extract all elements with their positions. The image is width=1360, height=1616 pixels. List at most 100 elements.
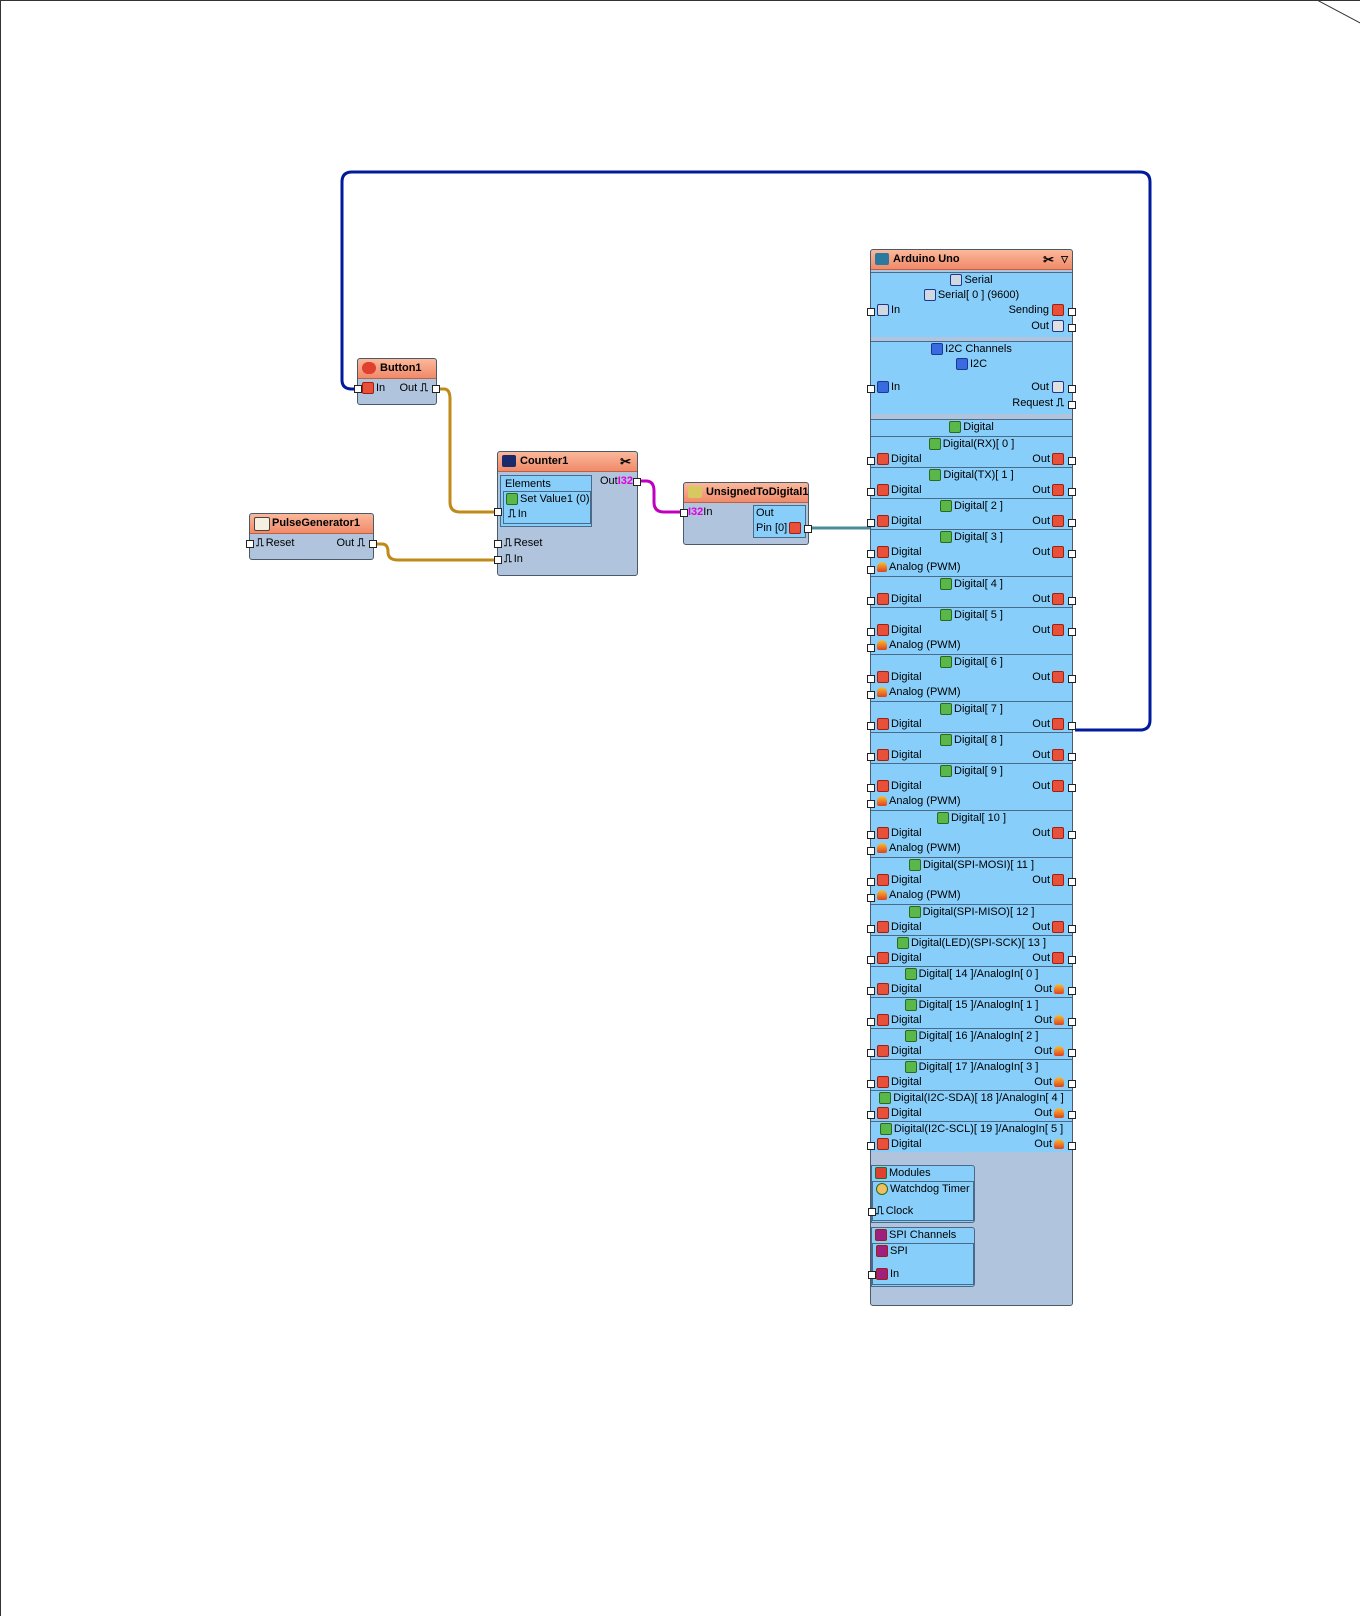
digital-out-port[interactable]: [1068, 956, 1076, 964]
digital-out-port[interactable]: [1068, 925, 1076, 933]
pulse-out-port[interactable]: [369, 540, 377, 548]
digital-out-port[interactable]: [1068, 675, 1076, 683]
wire-counter-out-to-u2d-in[interactable]: [640, 479, 684, 514]
digital-in-port[interactable]: [867, 722, 875, 730]
button-component[interactable]: Button1 In Out ⎍: [354, 358, 440, 405]
digital-in-port[interactable]: [867, 784, 875, 792]
digital-in-port[interactable]: [867, 956, 875, 964]
digital-in-port[interactable]: [867, 878, 875, 886]
serial-out-port[interactable]: [1068, 324, 1076, 332]
digital-out-port[interactable]: [1068, 1049, 1076, 1057]
digital-group-label: Digital: [871, 420, 1072, 435]
digital-out-port[interactable]: [1068, 628, 1076, 636]
digital-in-port[interactable]: [867, 675, 875, 683]
digital-in-port[interactable]: [867, 519, 875, 527]
watchdog-timer-module[interactable]: Watchdog Timer ⎍Clock: [868, 1181, 974, 1221]
counter-set-value-element[interactable]: Set Value1 (0) ⎍In: [503, 491, 591, 524]
wire-pulse-out-to-counter-in[interactable]: [376, 542, 498, 562]
digital-pin-name: Digital[ 17 ]/AnalogIn[ 3 ]: [871, 1060, 1072, 1075]
digital-out-port[interactable]: [1068, 488, 1076, 496]
counter-out-port[interactable]: [633, 478, 641, 486]
digital-in-port[interactable]: [867, 753, 875, 761]
digital-out-port[interactable]: [1068, 519, 1076, 527]
digital-in-port[interactable]: [867, 1049, 875, 1057]
spi-channel[interactable]: SPI In: [868, 1243, 974, 1285]
binary-icon: [1052, 320, 1064, 333]
unsigned-to-digital-component[interactable]: UnsignedToDigital1 I32In Out Pin [0]: [680, 482, 812, 545]
u2d-pin-port[interactable]: [804, 525, 812, 533]
analog-pwm-port[interactable]: [867, 800, 875, 808]
counter-reset-port[interactable]: [494, 540, 502, 548]
digital-out-port[interactable]: [1068, 753, 1076, 761]
digital-in-port[interactable]: [867, 987, 875, 995]
digital-pin-name: Digital(LED)(SPI-SCK)[ 13 ]: [871, 936, 1072, 951]
digital-in-port[interactable]: [867, 1142, 875, 1150]
analog-pwm-port[interactable]: [867, 644, 875, 652]
analog-pwm-port[interactable]: [867, 894, 875, 902]
button-out-port[interactable]: [432, 385, 440, 393]
spi-in-pin: In: [876, 1267, 899, 1282]
digital-icon: [877, 749, 889, 762]
digital-out-pin: Out: [1032, 951, 1066, 966]
digital-in-port[interactable]: [867, 1080, 875, 1088]
counter-elements-label: Elements: [505, 478, 551, 490]
digital-in-port[interactable]: [867, 1111, 875, 1119]
pulse-reset-port[interactable]: [246, 540, 254, 548]
analog-pwm-port[interactable]: [867, 566, 875, 574]
digital-out-port[interactable]: [1068, 987, 1076, 995]
tools-icon[interactable]: ✂: [620, 454, 631, 469]
spi-in-port[interactable]: [868, 1271, 876, 1279]
analog-pwm-port[interactable]: [867, 691, 875, 699]
analog-icon: [1054, 1139, 1064, 1150]
digital-out-port[interactable]: [1068, 1080, 1076, 1088]
digital-icon: [1052, 874, 1064, 887]
digital-out-port[interactable]: [1068, 878, 1076, 886]
counter-set-in-port[interactable]: [494, 508, 502, 516]
digital-in-port[interactable]: [867, 550, 875, 558]
digital-in-port[interactable]: [867, 925, 875, 933]
analog-pwm-port[interactable]: [867, 847, 875, 855]
digital-out-port[interactable]: [1068, 831, 1076, 839]
digital-icon: [877, 453, 889, 466]
button-in-port[interactable]: [354, 385, 362, 393]
digital-in-port[interactable]: [867, 831, 875, 839]
digital-out-port[interactable]: [1068, 784, 1076, 792]
watchdog-clock-port[interactable]: [868, 1208, 876, 1216]
digital-icon: [877, 1138, 889, 1151]
button-in-pin: In: [362, 380, 385, 396]
digital-out-port[interactable]: [1068, 457, 1076, 465]
digital-out-pin: Out: [1032, 592, 1066, 607]
digital-out-port[interactable]: [1068, 597, 1076, 605]
digital-icon: [877, 1107, 889, 1120]
chevron-down-icon[interactable]: ▽: [1061, 254, 1068, 264]
digital-icon: [877, 484, 889, 497]
counter-component[interactable]: Counter1 ✂ Elements Set Value1 (0) ⎍In O…: [494, 451, 641, 576]
i2c-out-port[interactable]: [1068, 385, 1076, 393]
wire-arduino-d7-to-button-in[interactable]: [340, 170, 1152, 732]
pulse-generator-component[interactable]: PulseGenerator1 ⎍Reset Out ⎍: [246, 513, 377, 560]
digital-in-port[interactable]: [867, 597, 875, 605]
u2d-in-port[interactable]: [680, 509, 688, 517]
serial-in-port[interactable]: [867, 308, 875, 316]
digital-in-port[interactable]: [867, 628, 875, 636]
digital-out-port[interactable]: [1068, 550, 1076, 558]
digital-in-port[interactable]: [867, 457, 875, 465]
arduino-uno-component[interactable]: Arduino Uno ✂ ▽ Serial Serial[ 0 ] (9600…: [867, 249, 1076, 1306]
i2c-request-port[interactable]: [1068, 401, 1076, 409]
counter-in-port[interactable]: [494, 556, 502, 564]
digital-out-port[interactable]: [1068, 1142, 1076, 1150]
digital-out-port[interactable]: [1068, 722, 1076, 730]
digital-out-pin: Out: [1032, 670, 1066, 685]
serial-sending-port[interactable]: [1068, 308, 1076, 316]
digital-in-port[interactable]: [867, 488, 875, 496]
tools-icon[interactable]: ✂: [1043, 252, 1054, 267]
digital-section-header: Digital: [871, 419, 1072, 436]
digital-out-port[interactable]: [1068, 1018, 1076, 1026]
i2c-in-port[interactable]: [867, 385, 875, 393]
digital-in-port[interactable]: [867, 1018, 875, 1026]
digital-out-port[interactable]: [1068, 1111, 1076, 1119]
wire-button-out-to-counter-set-in[interactable]: [438, 387, 498, 514]
analog-icon: [877, 562, 887, 573]
